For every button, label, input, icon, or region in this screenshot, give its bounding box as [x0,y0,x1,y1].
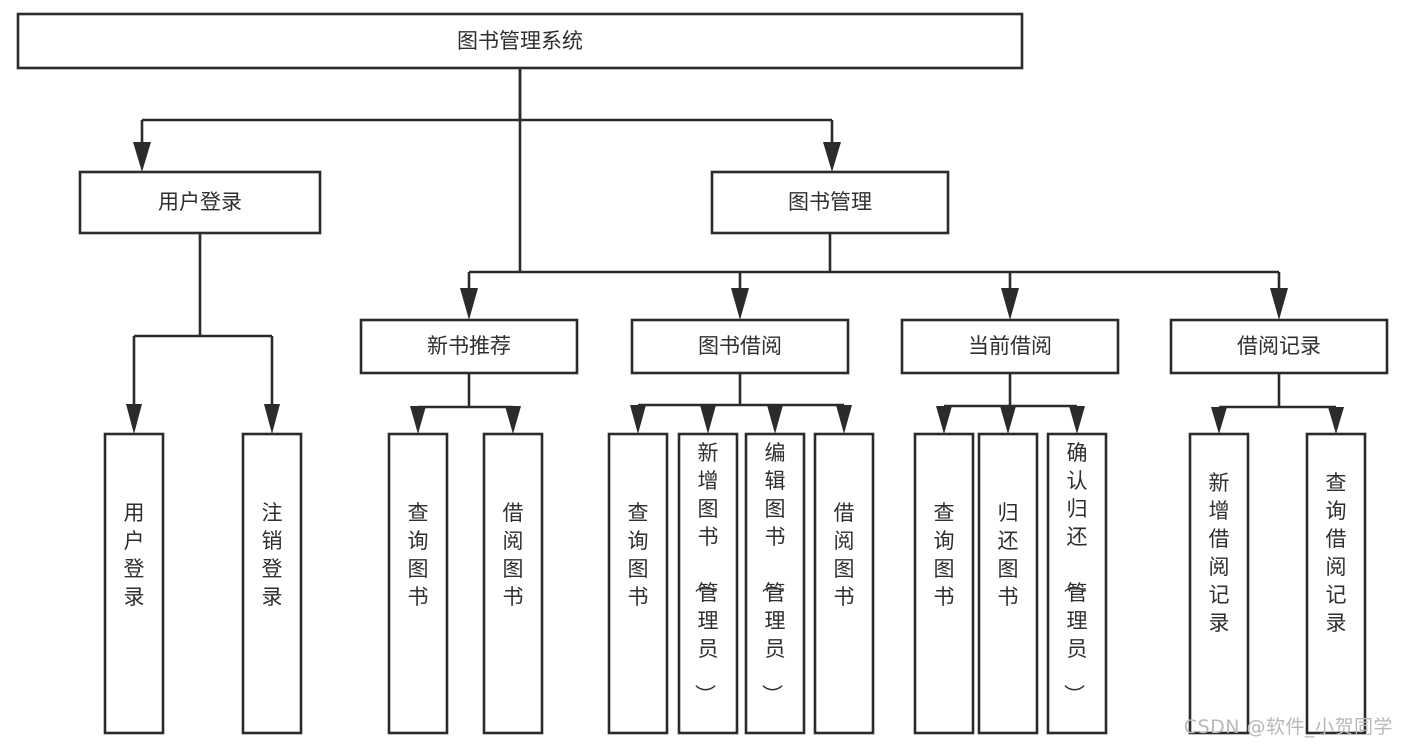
node-root-label: 图书管理系统 [457,29,583,53]
node-leaf-borrow-book-2-label: 借阅图书 [834,501,855,609]
node-leaf-user-login-label: 用户登录 [124,501,145,609]
node-leaf-borrow-book-1-box[interactable] [482,432,544,735]
arrow-leaf-confirm-return [1069,406,1085,434]
arrow-leaf-query-book-1 [410,406,426,434]
connector-group-book-borrow [630,373,852,434]
node-leaf-user-login[interactable]: 用户登录 [103,432,165,735]
node-leaf-return-book-box[interactable] [977,432,1039,735]
node-book-borrow-box[interactable] [630,318,850,375]
node-root-box[interactable] [16,12,1024,70]
node-leaf-borrow-book-2-box[interactable] [813,432,875,735]
arrow-to-book-manage [823,142,841,172]
node-leaf-borrow-book-2[interactable]: 借阅图书 [813,432,875,735]
connector-group-book-manage [460,233,1288,320]
arrow-leaf-logout [264,404,280,434]
node-leaf-logout-box[interactable] [241,432,303,735]
node-leaf-confirm-return-label: 确认归还（管理员） [1062,441,1088,705]
node-book-borrow-label: 图书借阅 [698,334,782,358]
node-current-borrow[interactable]: 当前借阅 [900,318,1120,375]
arrow-borrow-record [1270,288,1288,320]
node-leaf-query-book-2-box[interactable] [607,432,669,735]
arrow-leaf-user-login [126,404,142,434]
node-leaf-return-book-label: 归还图书 [998,501,1019,609]
connector-group-root [133,68,841,272]
node-current-borrow-box[interactable] [900,318,1120,375]
node-leaf-borrow-book-1[interactable]: 借阅图书 [482,432,544,735]
node-leaf-query-book-2-label: 查询图书 [628,501,649,609]
node-new-book-recommend-box[interactable] [359,318,579,375]
node-leaf-query-book-1-label: 查询图书 [408,501,429,609]
node-leaf-add-book-box[interactable] [677,432,739,735]
node-leaf-query-book-2[interactable]: 查询图书 [607,432,669,735]
node-leaf-query-book-3[interactable]: 查询图书 [913,432,975,735]
connector-group-borrow-record [1211,373,1344,434]
node-leaf-confirm-return[interactable]: 确认归还（管理员） [1046,432,1108,735]
arrow-leaf-query-book-2 [630,405,646,434]
node-root[interactable]: 图书管理系统 [16,12,1024,70]
connector-group-current-borrow [936,373,1085,434]
node-user-login[interactable]: 用户登录 [78,170,322,235]
node-new-book-recommend-label: 新书推荐 [427,334,511,358]
node-leaf-query-record[interactable]: 查询借阅记录 [1305,432,1367,735]
node-leaf-borrow-book-1-label: 借阅图书 [503,501,524,609]
node-leaf-logout[interactable]: 注销登录 [241,432,303,735]
arrow-leaf-borrow-book-1 [505,406,521,434]
arrow-leaf-query-book-3 [936,406,952,434]
connector-group-new-book-recommend [410,373,521,434]
node-leaf-confirm-return-box[interactable] [1046,432,1108,735]
node-leaf-query-record-box[interactable] [1305,432,1367,735]
node-leaf-query-book-1-box[interactable] [387,432,449,735]
node-leaf-add-record-label: 新增借阅记录 [1209,471,1230,635]
node-user-login-label: 用户登录 [158,190,242,214]
node-leaf-query-book-3-box[interactable] [913,432,975,735]
node-leaf-edit-book[interactable]: 编辑图书（管理员） [744,432,806,735]
node-leaf-add-record[interactable]: 新增借阅记录 [1188,432,1250,735]
node-leaf-edit-book-label: 编辑图书（管理员） [760,441,786,705]
node-leaf-logout-label: 注销登录 [262,501,283,609]
connector-group-user-login [126,233,280,434]
arrow-new-book-recommend [460,288,478,320]
arrow-book-borrow [731,288,749,320]
node-leaf-return-book[interactable]: 归还图书 [977,432,1039,735]
node-leaf-add-book[interactable]: 新增图书（管理员） [677,432,739,735]
arrow-leaf-borrow-book-2 [836,405,852,434]
node-leaf-query-book-1[interactable]: 查询图书 [387,432,449,735]
node-book-manage-box[interactable] [710,170,950,235]
node-borrow-record[interactable]: 借阅记录 [1169,318,1389,375]
arrow-leaf-add-book [700,405,716,434]
node-leaf-user-login-box[interactable] [103,432,165,735]
node-borrow-record-box[interactable] [1169,318,1389,375]
node-leaf-query-record-label: 查询借阅记录 [1326,471,1347,635]
node-user-login-box[interactable] [78,170,322,235]
arrow-current-borrow [1001,288,1019,320]
node-borrow-record-label: 借阅记录 [1237,334,1321,358]
node-book-manage[interactable]: 图书管理 [710,170,950,235]
node-leaf-query-book-3-label: 查询图书 [934,501,955,609]
node-leaf-add-record-box[interactable] [1188,432,1250,735]
arrow-leaf-return-book [1000,406,1016,434]
node-new-book-recommend[interactable]: 新书推荐 [359,318,579,375]
node-leaf-add-book-label: 新增图书（管理员） [693,441,719,705]
node-leaf-edit-book-box[interactable] [744,432,806,735]
arrow-leaf-query-record [1328,407,1344,434]
arrow-leaf-edit-book [767,405,783,434]
node-book-manage-label: 图书管理 [788,190,872,214]
node-current-borrow-label: 当前借阅 [968,334,1052,358]
arrow-to-user-login [133,142,151,172]
node-book-borrow[interactable]: 图书借阅 [630,318,850,375]
arrow-leaf-add-record [1211,407,1227,434]
